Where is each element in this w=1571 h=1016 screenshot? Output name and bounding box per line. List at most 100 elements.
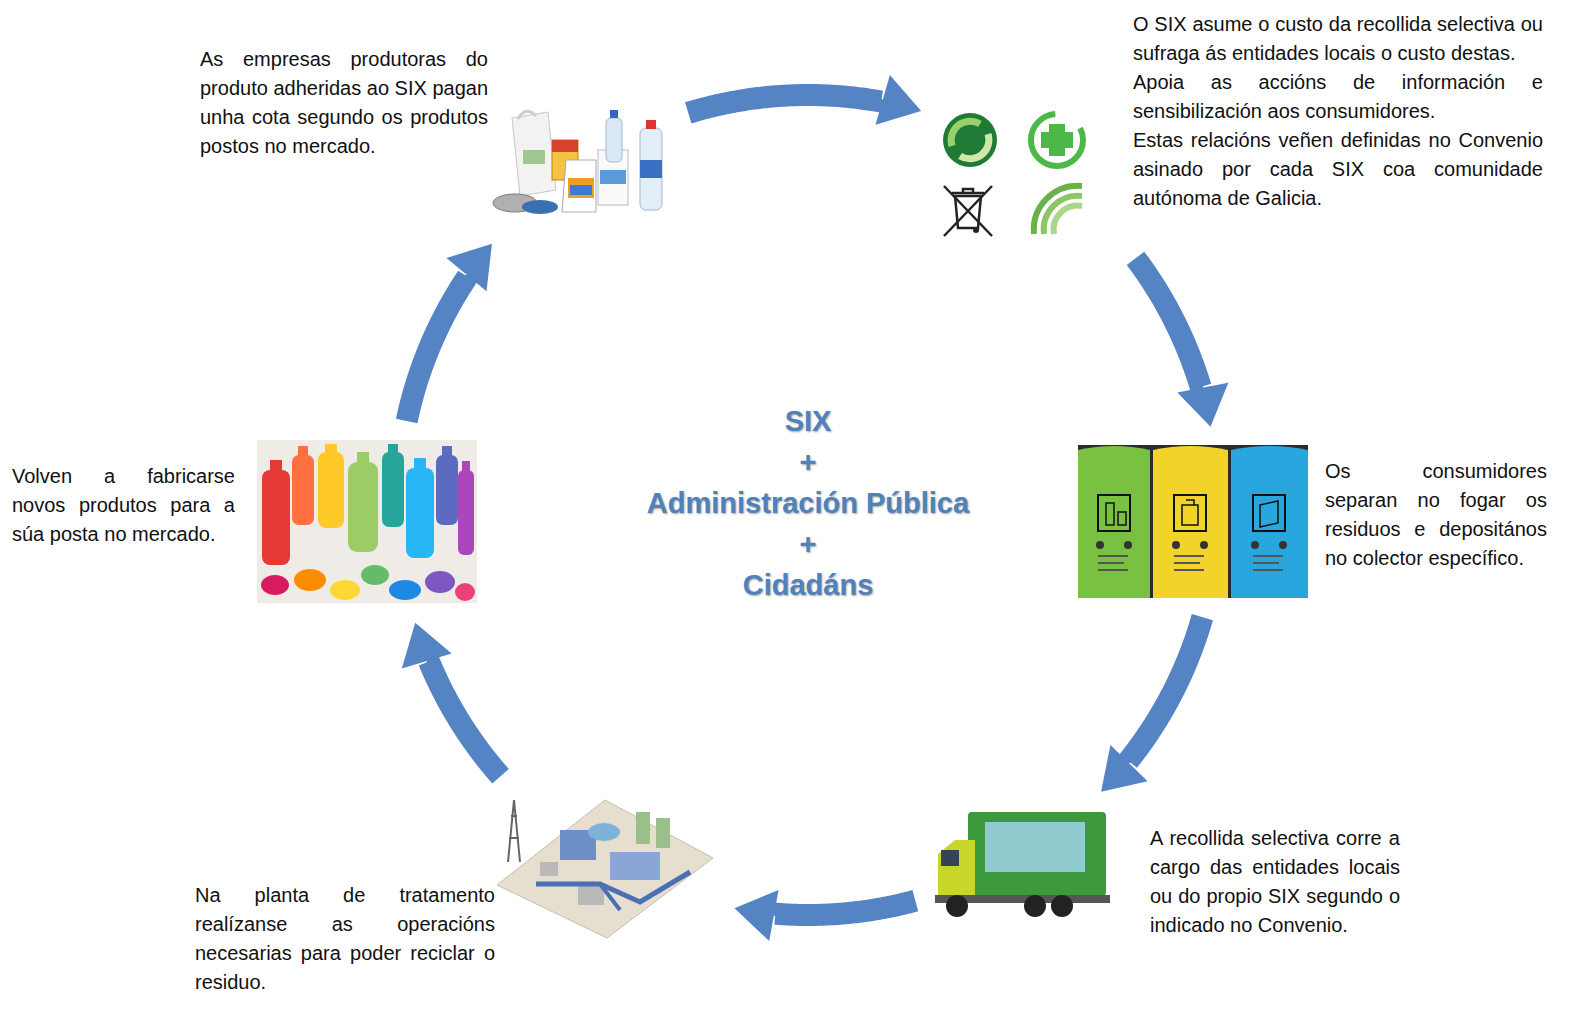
recycling-symbols-part bbox=[1054, 206, 1082, 234]
recycling-symbols-part bbox=[1041, 132, 1073, 148]
sorting-bags-part bbox=[1231, 446, 1308, 598]
sorting-bags-part bbox=[1078, 445, 1308, 598]
treatment-plant-part bbox=[588, 823, 620, 841]
products-illustration-part bbox=[518, 111, 536, 119]
center-label: SIX bbox=[598, 401, 1018, 442]
recycling-symbols-part bbox=[1044, 196, 1082, 234]
station-text: As empresas produtoras do produto adheri… bbox=[200, 45, 488, 161]
sorting-bags-part bbox=[1260, 501, 1278, 527]
collection-truck-part bbox=[946, 895, 968, 917]
treatment-plant-part bbox=[636, 812, 650, 844]
new-products-illustration-part bbox=[414, 458, 426, 469]
arrow-shaft bbox=[774, 901, 915, 916]
cycle-arrow bbox=[1135, 258, 1228, 427]
illustration-slot bbox=[1078, 445, 1308, 598]
recycling-symbols-part bbox=[943, 113, 997, 167]
description-text: O SIX asume o custo da recollida selecti… bbox=[1133, 10, 1543, 68]
arrow-head bbox=[402, 623, 452, 669]
description-text: Apoia as accións de información e sensib… bbox=[1133, 68, 1543, 126]
recycling-symbols-part bbox=[951, 121, 980, 146]
arrow-shaft bbox=[688, 95, 882, 113]
recycling-symbols-part bbox=[944, 186, 992, 236]
new-products-illustration-part bbox=[318, 452, 344, 528]
illustration-slot bbox=[935, 810, 1110, 922]
new-products-illustration-part bbox=[389, 580, 421, 600]
sorting-bags-part bbox=[1253, 495, 1285, 531]
treatment-plant-part bbox=[600, 884, 620, 910]
treatment-plant-part bbox=[497, 800, 713, 938]
collection-truck bbox=[935, 812, 1110, 917]
new-products-illustration-part bbox=[436, 455, 458, 525]
sorting-bags-part bbox=[1153, 446, 1228, 598]
arrow-head bbox=[1177, 383, 1228, 427]
products-illustration-part bbox=[640, 160, 662, 178]
center-text: SIX+Administración Pública+Cidadáns bbox=[598, 401, 1018, 606]
station-text: O SIX asume o custo da recollida selecti… bbox=[1133, 10, 1543, 213]
station-text: Volven a fabricarse novos produtos para … bbox=[12, 462, 235, 549]
arrow-head bbox=[446, 244, 492, 291]
recycling-symbols bbox=[943, 113, 1083, 236]
illustration-slot bbox=[257, 440, 477, 603]
illustration-slot bbox=[495, 795, 715, 940]
treatment-plant bbox=[497, 800, 713, 938]
new-products-illustration-part bbox=[261, 575, 289, 595]
cycle-arrow bbox=[735, 890, 916, 941]
sorting-bags-part bbox=[1106, 503, 1126, 525]
products-illustration-part bbox=[600, 170, 626, 184]
sorting-bags-part bbox=[1172, 541, 1180, 549]
description-text: Volven a fabricarse novos produtos para … bbox=[12, 462, 235, 549]
sorting-bags-part bbox=[1182, 500, 1198, 525]
new-products-illustration-part bbox=[294, 569, 326, 591]
new-products-illustration-part bbox=[330, 580, 360, 600]
station-box: O SIX asume o custo da recollida selecti… bbox=[940, 10, 1543, 240]
new-products-illustration-part bbox=[406, 468, 434, 558]
illustration-slot bbox=[490, 105, 670, 225]
new-products-illustration bbox=[257, 440, 477, 603]
collection-truck-part bbox=[985, 822, 1085, 872]
description-text: Na planta de tratamento realízanse as op… bbox=[195, 881, 495, 997]
new-products-illustration-part bbox=[325, 444, 337, 454]
products-illustration-part bbox=[523, 150, 545, 164]
station-text: Os consumidores separan no fogar os resi… bbox=[1325, 457, 1547, 573]
recycling-symbols-part bbox=[960, 134, 989, 159]
center-label: + bbox=[598, 524, 1018, 565]
station-box: As empresas produtoras do produto adheri… bbox=[200, 45, 670, 225]
products-illustration-part bbox=[552, 140, 578, 152]
cycle-arrow bbox=[1101, 617, 1202, 792]
treatment-plant-part bbox=[508, 800, 520, 862]
recycling-symbols-part bbox=[1031, 114, 1083, 166]
description-text: As empresas produtoras do produto adheri… bbox=[200, 45, 488, 161]
products-illustration-part bbox=[512, 112, 556, 196]
new-products-illustration-part bbox=[382, 452, 404, 527]
sorting-bags-part bbox=[1078, 446, 1150, 598]
products-illustration-part bbox=[640, 128, 662, 210]
station-text: Na planta de tratamento realízanse as op… bbox=[195, 881, 495, 997]
station-box: A recollida selectiva corre a cargo das … bbox=[935, 810, 1400, 940]
treatment-plant-part bbox=[536, 872, 690, 902]
recycling-symbols-part bbox=[973, 227, 979, 233]
sorting-bags-part bbox=[1098, 495, 1130, 531]
cycle-arrow bbox=[402, 623, 501, 777]
center-label: Administración Pública bbox=[598, 483, 1018, 524]
new-products-illustration-part bbox=[388, 444, 398, 453]
treatment-plant-part bbox=[610, 852, 660, 880]
sorting-bags bbox=[1078, 445, 1308, 598]
arrow-head bbox=[876, 75, 922, 125]
station-box: Volven a fabricarse novos produtos para … bbox=[12, 440, 477, 603]
products-illustration-part bbox=[522, 200, 558, 214]
collection-truck-part bbox=[1024, 895, 1046, 917]
collection-truck-part bbox=[938, 840, 975, 902]
sorting-bags-part bbox=[1200, 541, 1208, 549]
treatment-plant-part bbox=[578, 885, 604, 905]
treatment-plant-part bbox=[540, 862, 558, 876]
products-illustration bbox=[493, 110, 662, 214]
arrow-head bbox=[735, 890, 779, 941]
recycling-symbols-part bbox=[1034, 186, 1082, 234]
arrow-shaft bbox=[1128, 617, 1202, 763]
station-box: Na planta de tratamento realízanse as op… bbox=[195, 795, 715, 997]
new-products-illustration-part bbox=[462, 461, 470, 471]
center-label: Cidadáns bbox=[598, 565, 1018, 606]
products-illustration-part bbox=[646, 120, 656, 129]
arrow-head bbox=[1101, 745, 1148, 792]
new-products-illustration-part bbox=[425, 571, 455, 593]
